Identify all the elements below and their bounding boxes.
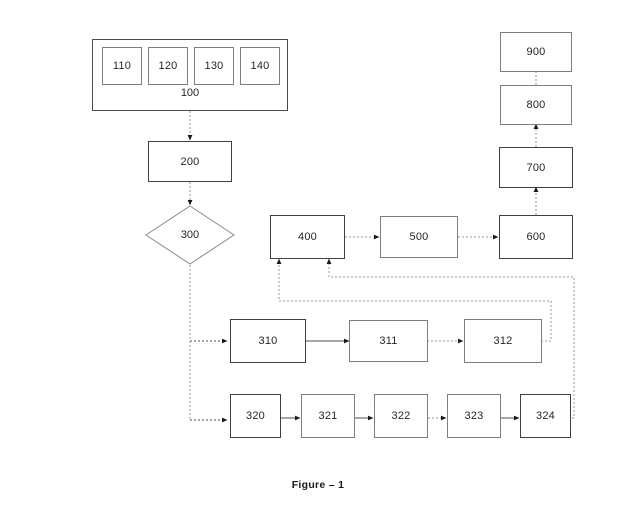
node-120[interactable]: 120 (148, 47, 188, 85)
node-312[interactable]: 312 (464, 319, 542, 363)
node-110[interactable]: 110 (102, 47, 142, 85)
container-100-label: 100 (180, 87, 200, 99)
node-800[interactable]: 800 (500, 85, 572, 125)
node-400[interactable]: 400 (270, 215, 345, 259)
node-323[interactable]: 323 (447, 394, 501, 438)
node-500[interactable]: 500 (380, 216, 458, 258)
node-322[interactable]: 322 (374, 394, 428, 438)
node-700[interactable]: 700 (499, 147, 573, 188)
node-311[interactable]: 311 (349, 320, 428, 362)
node-900[interactable]: 900 (500, 32, 572, 72)
node-130[interactable]: 130 (194, 47, 234, 85)
connector-324-400 (326, 258, 575, 419)
connector-312-400 (276, 258, 552, 342)
diamond-shape (145, 205, 235, 265)
figure-caption: Figure – 1 (291, 479, 345, 491)
node-324[interactable]: 324 (520, 394, 571, 438)
node-300-label: 300 (180, 229, 200, 241)
node-140[interactable]: 140 (240, 47, 280, 85)
node-600[interactable]: 600 (499, 215, 573, 259)
node-321[interactable]: 321 (301, 394, 355, 438)
node-320[interactable]: 320 (230, 394, 281, 438)
node-300[interactable]: 300 (145, 205, 235, 265)
node-200[interactable]: 200 (148, 141, 232, 182)
node-310[interactable]: 310 (230, 319, 306, 363)
